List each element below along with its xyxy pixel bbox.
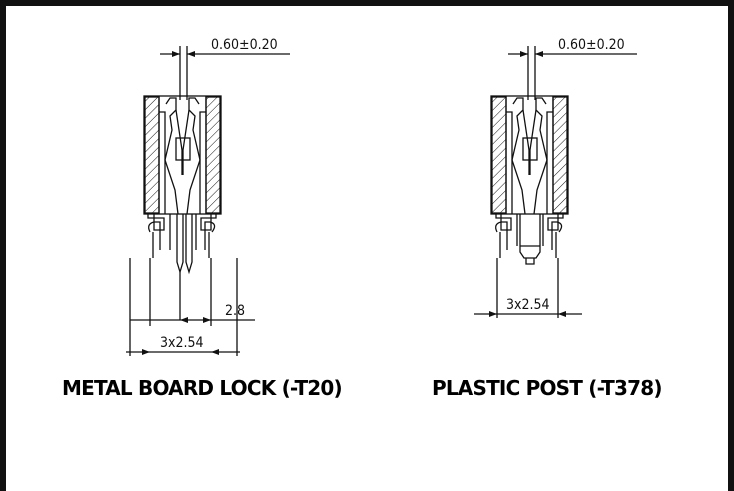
plastic-post-caption: PLASTIC POST (-T378) (432, 376, 663, 400)
right-pitch-dim: 3x2.54 (506, 297, 550, 313)
right-contact-width-dim: 0.60±0.20 (558, 37, 625, 53)
metal-board-lock-caption: METAL BOARD LOCK (-T20) (62, 376, 343, 400)
plastic-post-drawing (474, 46, 637, 318)
left-lock-offset-dim: 2.8 (225, 303, 245, 319)
metal-board-lock-drawing (126, 46, 290, 356)
left-contact-width-dim: 0.60±0.20 (211, 37, 278, 53)
left-pitch-dim: 3x2.54 (160, 335, 204, 351)
